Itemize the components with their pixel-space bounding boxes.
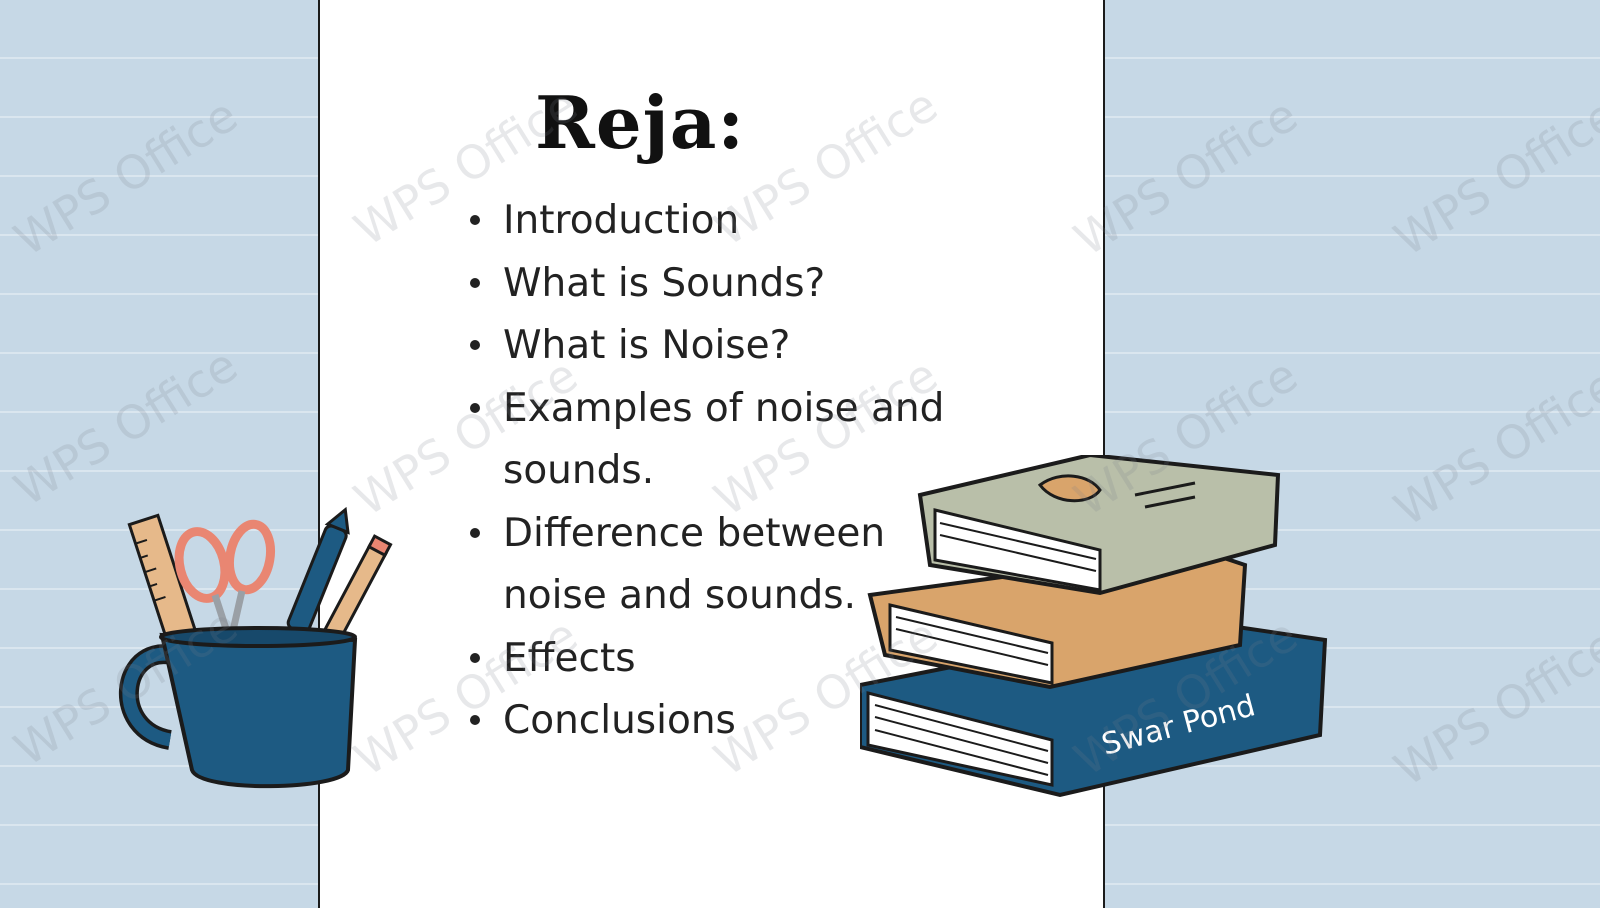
book-stack-icon: Swar Pond xyxy=(860,455,1328,798)
pencil-cup-icon xyxy=(118,506,393,789)
agenda-item: Introduction xyxy=(470,190,990,253)
agenda-item: Difference between noise and sounds. xyxy=(470,503,990,628)
agenda-item: Examples of noise and sounds. xyxy=(470,378,990,503)
agenda-item: Effects xyxy=(470,628,990,691)
agenda-item: What is Sounds? xyxy=(470,253,990,316)
agenda-list: Introduction What is Sounds? What is Noi… xyxy=(470,190,990,753)
agenda-item: What is Noise? xyxy=(470,315,990,378)
slide-title: Reja: xyxy=(535,80,745,165)
agenda-item: Conclusions xyxy=(470,690,990,753)
